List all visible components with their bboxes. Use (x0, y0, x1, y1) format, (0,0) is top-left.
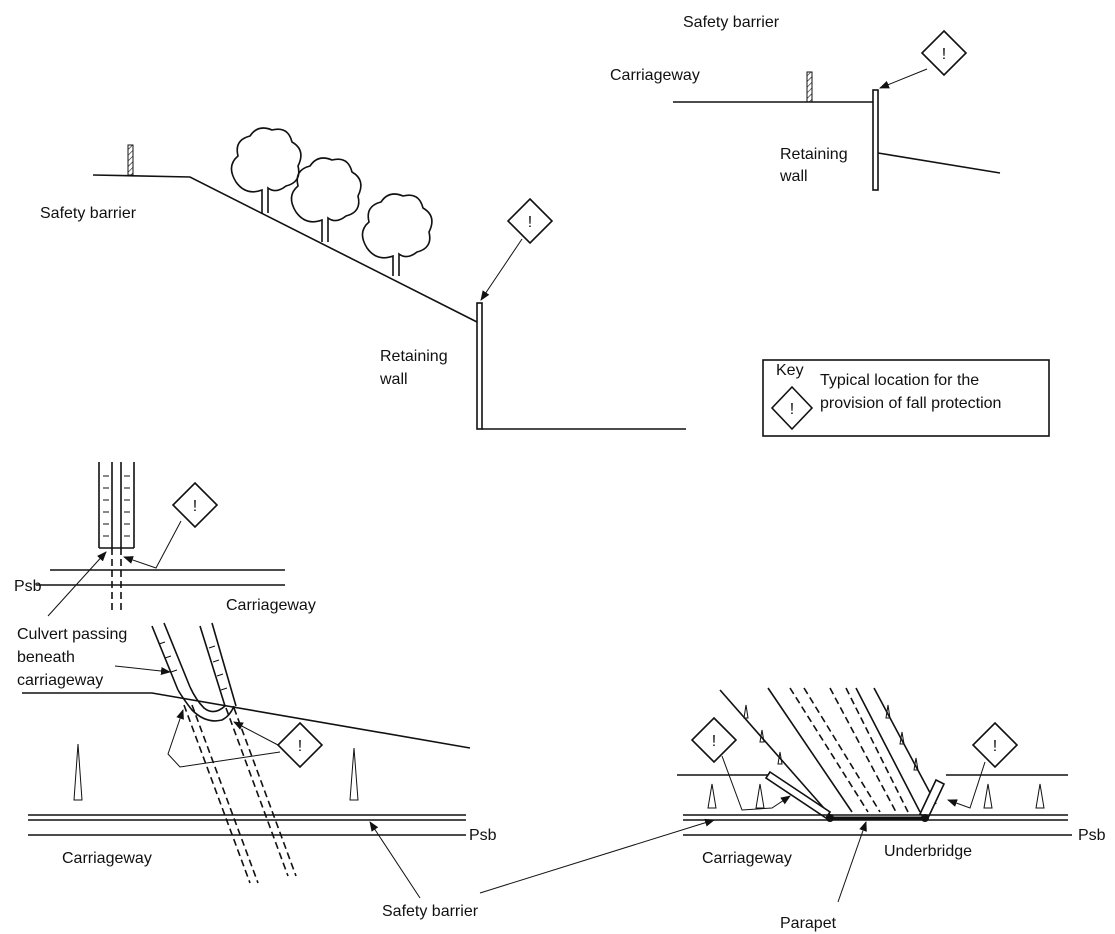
warning-arrow (480, 238, 523, 301)
safety-barrier-label: Safety barrier (683, 14, 780, 31)
safety-barrier-post (806, 71, 813, 103)
retaining-wall (872, 89, 879, 191)
marker-post-icon (1035, 783, 1045, 809)
key-heading: Key (776, 362, 804, 379)
culvert-label-line2: beneath (17, 649, 75, 666)
parapet-node (921, 814, 929, 822)
carriageway-label: Carriageway (62, 850, 152, 867)
retaining-wall-label-2: wall (779, 168, 808, 185)
safety-barrier-callout: Safety barrier (369, 818, 715, 920)
warning-symbol: ! (298, 738, 302, 755)
culvert-headwall-hatching (103, 475, 130, 537)
key-box: Key ! Typical location for the provision… (762, 359, 1050, 437)
warning-arrow (123, 520, 182, 569)
tree-icon (361, 193, 433, 276)
warning-arrow (167, 709, 281, 768)
carriageway-label: Carriageway (702, 850, 792, 867)
culvert-label-arrow (114, 665, 171, 676)
warning-symbol: ! (942, 46, 946, 63)
culvert-elevation-section: Psb Carriageway ! (22, 622, 497, 884)
underbridge-label: Underbridge (884, 843, 972, 860)
safety-barrier-post (127, 144, 134, 176)
top-right-section: Safety barrier Carriageway Retaining wal… (610, 14, 1001, 191)
carriageway-label: Carriageway (610, 67, 700, 84)
warning-symbol: ! (528, 214, 532, 231)
culvert-label-line3: carriageway (17, 672, 103, 689)
culvert-plan-section: Psb Carriageway ! Culvert passing beneat… (14, 462, 316, 689)
marker-post-icon (707, 783, 717, 809)
top-left-section: Safety barrier Retaining wall ! (40, 127, 686, 430)
retaining-wall-label-1: Retaining (780, 146, 848, 163)
culvert-wall-hatching (158, 641, 228, 691)
marker-post-icon (349, 747, 359, 801)
psb-label: Psb (469, 827, 497, 844)
ground-line (877, 152, 1001, 174)
warning-symbol: ! (193, 498, 197, 515)
embankment-slope (92, 174, 478, 323)
safety-barrier-label: Safety barrier (40, 205, 137, 222)
parapet-node (826, 814, 834, 822)
warning-diamond-icon: ! (920, 29, 968, 77)
safety-barrier-label: Safety barrier (382, 903, 479, 920)
underbridge-section: Psb Carriageway Underbridge Parapet ! ! (677, 687, 1106, 932)
parapet-arrow (837, 821, 867, 903)
warning-diamond-icon: ! (506, 197, 554, 245)
warning-diamond-icon: ! (276, 721, 324, 769)
retaining-wall-label-2: wall (379, 371, 408, 388)
key-text-line1: Typical location for the (820, 372, 979, 389)
culvert-pointer-arrow (47, 551, 107, 617)
warning-diamond-icon: ! (690, 716, 738, 764)
carriageway-label: Carriageway (226, 597, 316, 614)
retaining-wall (476, 302, 483, 430)
tree-icon (230, 127, 302, 213)
culvert-label-line1: Culvert passing (17, 626, 127, 643)
safety-barrier-arrow-right (479, 818, 715, 894)
warning-arrow (947, 761, 986, 809)
key-text-line2: provision of fall protection (820, 395, 1001, 412)
warning-diamond-icon: ! (171, 481, 219, 529)
warning-arrow (879, 68, 928, 89)
safety-barrier-arrow-left (369, 821, 421, 899)
embankment-hatching (743, 704, 919, 771)
parapet-wingwall (918, 778, 946, 820)
warning-symbol: ! (993, 738, 997, 755)
psb-label: Psb (1078, 827, 1106, 844)
retaining-wall-label-1: Retaining (380, 348, 448, 365)
key-symbol: ! (790, 401, 794, 418)
warning-symbol: ! (712, 733, 716, 750)
warning-diamond-icon: ! (971, 721, 1019, 769)
psb-label: Psb (14, 578, 42, 595)
marker-post-icon (983, 783, 993, 809)
tree-icon (290, 157, 362, 242)
marker-post-icon (73, 743, 83, 801)
key-warning-diamond-icon: ! (770, 385, 814, 431)
warning-arrow (721, 755, 791, 811)
culvert-outlet (177, 689, 235, 722)
verge-line (22, 692, 471, 749)
parapet-label: Parapet (780, 915, 837, 932)
warning-arrow (233, 721, 279, 746)
marker-post-icon (755, 783, 765, 809)
key-border (762, 359, 1050, 437)
